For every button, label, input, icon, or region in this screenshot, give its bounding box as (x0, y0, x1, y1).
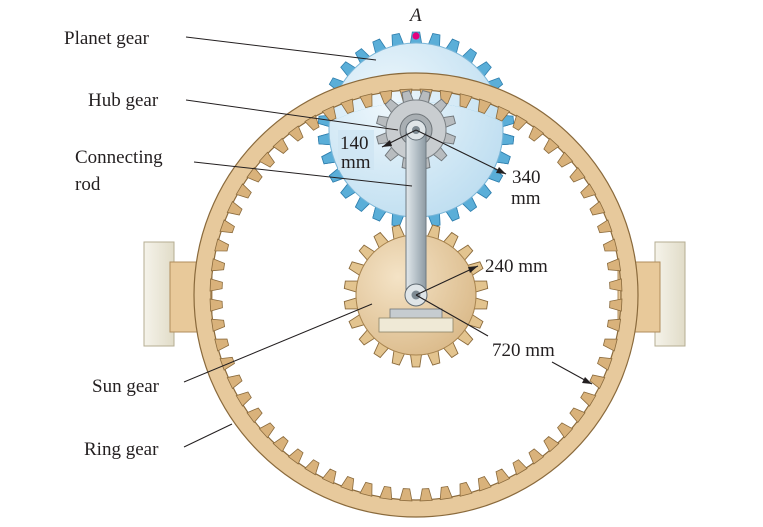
label-connecting-rod-line2: rod (75, 174, 101, 195)
leader-lines (183, 36, 413, 448)
dimension-lines (381, 129, 593, 385)
ring-gear (193, 72, 639, 518)
label-hub-gear: Hub gear (88, 90, 159, 111)
label-planet-gear: Planet gear (64, 28, 150, 49)
dim-planet-radius-value: 340 (512, 167, 541, 188)
point-a-label: A (408, 5, 422, 26)
dim-planet-radius-unit: mm (511, 188, 541, 209)
label-ring-gear: Ring gear (84, 439, 159, 460)
dim-ring-radius: 720 mm (492, 340, 555, 361)
dimension-texts: 140 mm 340 mm 240 mm 720 mm (338, 130, 580, 361)
sun-gear-base (378, 308, 454, 333)
point-a-marker (412, 32, 420, 40)
connecting-rod (404, 119, 428, 307)
part-labels: Planet gear Hub gear Connecting rod Sun … (64, 28, 163, 460)
dim-hub-radius-value: 140 (340, 133, 369, 154)
dim-hub-radius-unit: mm (341, 152, 371, 173)
dim-sun-radius: 240 mm (485, 256, 548, 277)
label-sun-gear: Sun gear (92, 376, 160, 397)
label-connecting-rod-line1: Connecting (75, 147, 163, 168)
